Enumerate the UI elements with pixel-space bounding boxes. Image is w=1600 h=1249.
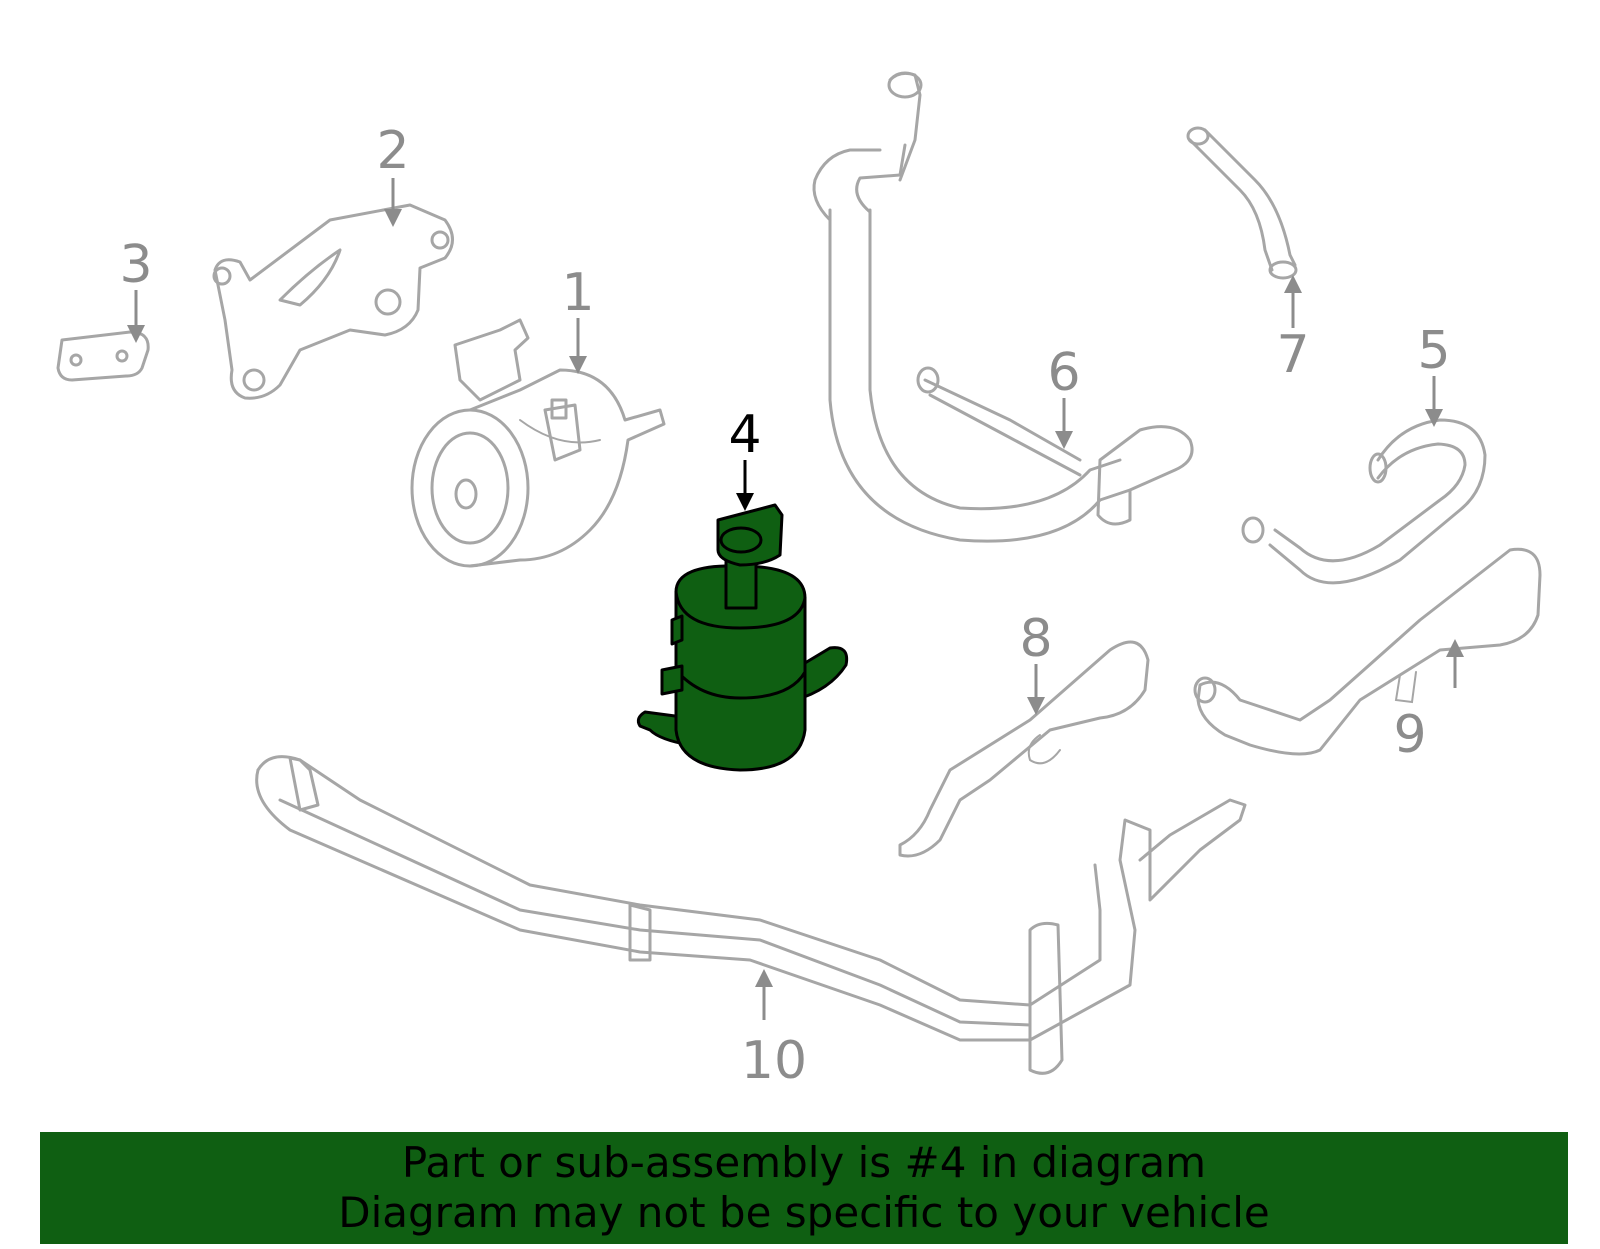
callout-labels: 1 2 3 4 5 6 7 8 9 10 (119, 121, 1450, 1091)
part-3-plate (56, 330, 150, 382)
callout-4: 4 (728, 405, 761, 465)
info-banner: Part or sub-assembly is #4 in diagram Di… (40, 1132, 1568, 1244)
part-9-tube (1193, 547, 1542, 756)
part-6-hose (812, 71, 1194, 543)
callout-7: 7 (1276, 325, 1309, 385)
banner-line-1: Part or sub-assembly is #4 in diagram (401, 1138, 1207, 1187)
part-7-hose (1186, 126, 1298, 280)
callout-10: 10 (741, 1031, 807, 1091)
part-8-tube (898, 640, 1150, 858)
callout-6: 6 (1047, 343, 1080, 403)
callout-9: 9 (1393, 705, 1426, 765)
leader-lines (127, 178, 1464, 1020)
callout-1: 1 (561, 263, 594, 323)
part-1-pump (410, 318, 666, 568)
banner-line-2: Diagram may not be specific to your vehi… (338, 1188, 1270, 1237)
part-2-bracket (212, 203, 454, 400)
callout-2: 2 (376, 121, 409, 181)
callout-8: 8 (1019, 609, 1052, 669)
callout-3: 3 (119, 235, 152, 295)
part-4-reservoir (636, 503, 849, 772)
callout-5: 5 (1417, 321, 1450, 381)
part-5-hose (1241, 418, 1487, 585)
part-10-cooler-line (255, 755, 1247, 1075)
